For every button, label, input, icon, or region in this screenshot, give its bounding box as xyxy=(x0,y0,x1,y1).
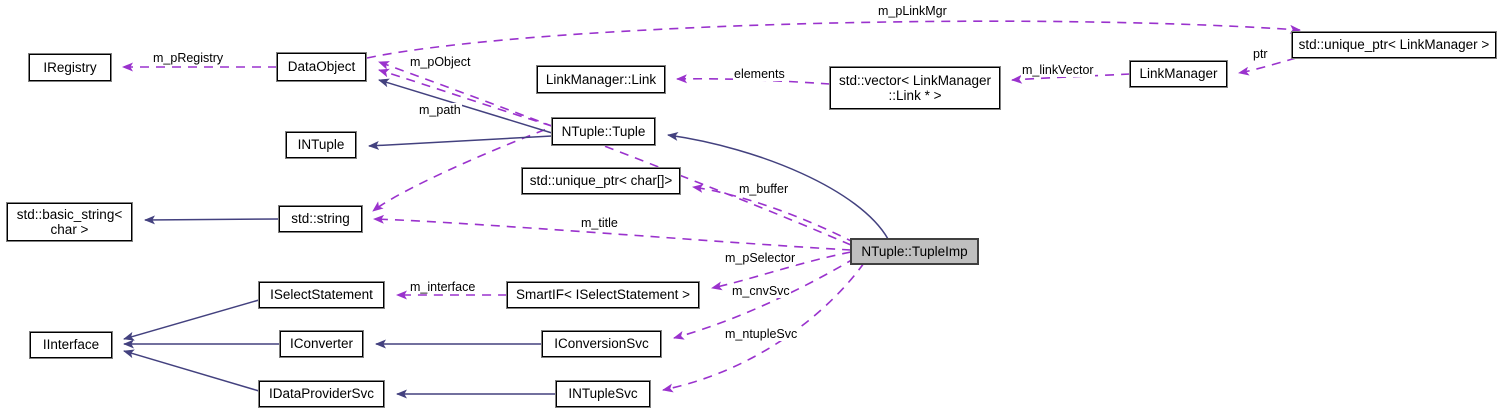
edge-inherit-intuple-tuple xyxy=(368,135,553,150)
edge-m-title xyxy=(373,214,852,251)
node-label: IDataProviderSvc xyxy=(268,386,375,402)
edge-inherit-basicstring-string xyxy=(144,215,280,225)
edge-inherit-tuple-tupleimp xyxy=(667,131,889,240)
node-iconverter[interactable]: IConverter xyxy=(279,330,364,358)
node-lmlink[interactable]: LinkManager::Link xyxy=(536,65,666,94)
edge-label-ptr: ptr xyxy=(1252,47,1269,61)
node-label: NTuple::Tuple xyxy=(561,123,646,139)
node-tupleimp[interactable]: NTuple::TupleImp xyxy=(850,238,979,265)
node-label: INTuple xyxy=(297,137,345,153)
node-linkmanager[interactable]: LinkManager xyxy=(1129,60,1228,88)
edge-label-m_title: m_title xyxy=(580,216,619,230)
node-label: std::basic_string< char > xyxy=(16,206,123,237)
node-uniqptrchar[interactable]: std::unique_ptr< char[]> xyxy=(521,167,681,195)
node-iconversionsvc[interactable]: IConversionSvc xyxy=(541,330,662,358)
node-label: SmartIF< ISelectStatement > xyxy=(515,287,691,303)
edge-label-elements: elements xyxy=(733,67,786,81)
node-label: IRegistry xyxy=(43,59,97,75)
node-label: INTupleSvc xyxy=(568,386,638,402)
edge-label-m_path: m_path xyxy=(418,103,462,117)
node-label: LinkManager xyxy=(1139,66,1218,82)
node-iregistry[interactable]: IRegistry xyxy=(28,53,112,82)
edge-m-path xyxy=(372,123,561,212)
node-basicstring[interactable]: std::basic_string< char > xyxy=(6,202,133,242)
node-label: std::string xyxy=(291,211,350,227)
edge-label-m_buffer: m_buffer xyxy=(738,182,790,196)
edge-m-ntupleSvc xyxy=(662,262,865,393)
edge-m-buffer xyxy=(692,184,856,244)
edge-m-pSelector xyxy=(711,251,852,291)
edge-label-m_pLinkMgr: m_pLinkMgr xyxy=(877,4,948,18)
edge-label-m_ntupleSvc: m_ntupleSvc xyxy=(724,327,799,341)
node-label: std::unique_ptr< LinkManager > xyxy=(1298,37,1490,53)
node-label: LinkManager::Link xyxy=(545,71,657,87)
node-label: IConverter xyxy=(289,336,354,352)
node-stdstring[interactable]: std::string xyxy=(278,205,363,233)
edge-inherit-iinterface-iselect xyxy=(123,299,260,341)
edge-label-m_pSelector: m_pSelector xyxy=(724,251,797,265)
edge-m-pLinkMgr xyxy=(366,20,1301,59)
node-ntupletuple[interactable]: NTuple::Tuple xyxy=(551,117,656,146)
node-iselectstatement[interactable]: ISelectStatement xyxy=(258,281,385,309)
node-label: ISelectStatement xyxy=(270,287,373,303)
node-label: std::unique_ptr< char[]> xyxy=(529,173,673,189)
node-label: std::vector< LinkManager ::Link * > xyxy=(839,72,991,103)
edge-inherit-dataobject-tuple xyxy=(378,78,553,134)
node-label: IConversionSvc xyxy=(554,336,649,352)
node-label: NTuple::TupleImp xyxy=(861,243,968,259)
node-idataprovidersvc[interactable]: IDataProviderSvc xyxy=(258,380,385,408)
edge-label-m_cnvSvc: m_cnvSvc xyxy=(731,284,791,298)
node-label: IInterface xyxy=(42,337,100,353)
node-iinterface[interactable]: IInterface xyxy=(29,331,113,359)
node-intuplesvc[interactable]: INTupleSvc xyxy=(555,380,651,408)
edge-label-m_pObject: m_pObject xyxy=(409,55,472,69)
node-uniqptrlm[interactable]: std::unique_ptr< LinkManager > xyxy=(1291,31,1497,59)
edge-label-m_linkVector: m_linkVector xyxy=(1021,63,1095,77)
edge-m-cnvSvc xyxy=(673,257,856,340)
node-vectorlink[interactable]: std::vector< LinkManager ::Link * > xyxy=(829,66,1001,110)
edge-label-m_pRegistry: m_pRegistry xyxy=(152,51,225,65)
edge-label-m_interface: m_interface xyxy=(409,280,477,294)
node-smartif[interactable]: SmartIF< ISelectStatement > xyxy=(506,281,700,309)
node-dataobject[interactable]: DataObject xyxy=(276,52,367,82)
node-intuple[interactable]: INTuple xyxy=(285,131,357,159)
edge-m-pObject-tuple xyxy=(378,68,553,127)
edge-inherit-iinterface-idataprovider xyxy=(123,349,260,392)
edge-ptr xyxy=(1238,57,1297,76)
node-label: DataObject xyxy=(287,59,356,75)
